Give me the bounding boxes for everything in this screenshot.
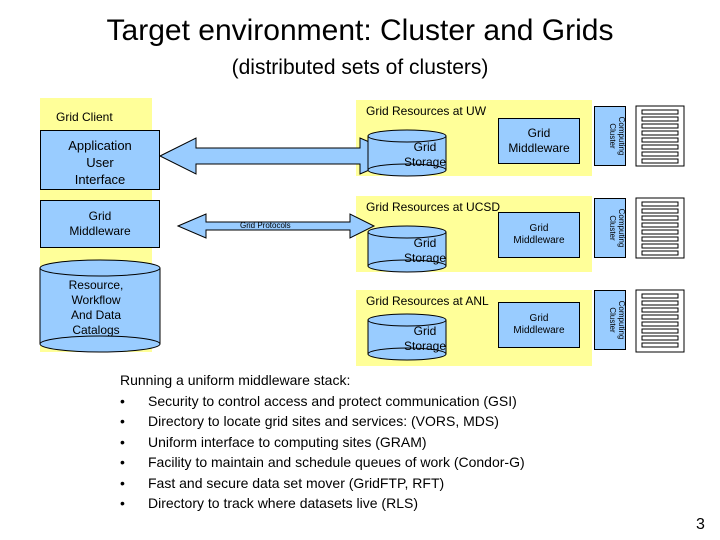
list-item-text: Directory to track where datasets live (… — [148, 495, 418, 511]
cluster-label-anl: Computing Cluster — [594, 290, 626, 350]
cluster-line: Computing — [617, 300, 626, 340]
grid-protocols-label: Grid Protocols — [240, 221, 291, 230]
app-ui-line: Interface — [74, 172, 126, 187]
list-item-text: Security to control access and protect c… — [148, 392, 517, 409]
bullet-symbol: • — [120, 392, 125, 409]
bullet-symbol: • — [120, 433, 125, 450]
list-item: • Directory to locate grid sites and serv… — [120, 411, 525, 432]
app-ui-line: User — [86, 155, 114, 170]
catalog-line: Catalogs — [72, 323, 120, 337]
storage-line: Grid — [413, 324, 437, 338]
site-title-anl: Grid Resources at ANL — [366, 294, 489, 308]
storage-line: Storage — [403, 155, 447, 169]
storage-cylinder-uw — [367, 129, 447, 177]
cluster-label-uw: Computing Cluster — [594, 106, 626, 166]
client-middleware-line: Grid — [88, 209, 112, 223]
cluster-label-ucsd: Computing Cluster — [594, 198, 626, 258]
middleware-line: Grid — [529, 313, 549, 324]
site-middleware-uw: Grid Middleware — [498, 118, 580, 164]
storage-line: Grid — [413, 140, 437, 154]
arrow-ucsd — [176, 213, 376, 239]
computing-cluster-anl — [594, 290, 626, 350]
storage-line: Grid — [413, 236, 437, 250]
list-item: • Fast and secure data set mover (GridFTP… — [120, 473, 525, 494]
storage-label-ucsd: Grid Storage — [390, 236, 460, 266]
rack-anl — [635, 289, 685, 353]
rack-uw — [635, 105, 685, 167]
storage-cylinder-ucsd — [367, 225, 447, 273]
catalog-line: Resource, — [68, 278, 124, 292]
list-item: • Directory to track where datasets live … — [120, 493, 525, 514]
application-ui-box: Application User Interface — [40, 130, 160, 190]
middleware-line: Grid — [529, 223, 549, 234]
middleware-line: Middleware — [508, 141, 570, 155]
list-item-text: Facility to maintain and schedule queues… — [148, 454, 525, 470]
rack-ucsd — [635, 197, 685, 259]
bullet-symbol: • — [120, 495, 125, 511]
list-intro: Running a uniform middleware stack: — [120, 372, 351, 388]
middleware-stack-list: Running a uniform middleware stack: • Sec… — [120, 370, 525, 514]
cluster-line: Computing — [617, 116, 626, 156]
site-middleware-anl: Grid Middleware — [498, 302, 580, 348]
bullet-symbol: • — [120, 413, 125, 429]
bullet-symbol: • — [120, 454, 125, 470]
slide-subtitle: (distributed sets of clusters) — [231, 56, 489, 79]
catalog-cylinder — [39, 259, 161, 353]
site-title-ucsd: Grid Resources at UCSD — [366, 200, 501, 214]
list-item-text: Fast and secure data set mover (GridFTP,… — [148, 474, 445, 491]
arrow-uw — [158, 137, 404, 175]
page-number: 3 — [696, 516, 705, 533]
list-item: • Facility to maintain and schedule queue… — [120, 452, 525, 473]
storage-label-uw: Grid Storage — [390, 140, 460, 170]
computing-cluster-ucsd — [594, 198, 626, 258]
site-middleware-ucsd: Grid Middleware — [498, 212, 580, 258]
storage-line: Storage — [403, 251, 447, 265]
bullet-symbol: • — [120, 474, 125, 491]
grid-client-title: Grid Client — [56, 110, 113, 124]
list-item: • Uniform interface to computing sites (G… — [120, 432, 525, 453]
cluster-line: Cluster — [608, 215, 617, 241]
catalog-line: And Data — [70, 308, 122, 322]
middleware-line: Middleware — [513, 235, 565, 246]
storage-cylinder-anl — [367, 313, 447, 361]
client-middleware-line: Middleware — [69, 224, 131, 238]
catalog-line: Workflow — [71, 293, 121, 307]
catalog-label: Resource, Workflow And Data Catalogs — [48, 278, 144, 338]
list-item-text: Uniform interface to computing sites (GR… — [148, 433, 427, 450]
cluster-line: Cluster — [608, 123, 617, 149]
storage-label-anl: Grid Storage — [390, 324, 460, 354]
app-ui-line: Application — [68, 138, 132, 153]
list-item: • Security to control access and protect … — [120, 391, 525, 412]
middleware-line: Grid — [527, 126, 551, 140]
cluster-line: Cluster — [608, 307, 617, 333]
client-middleware-box: Grid Middleware — [40, 200, 160, 248]
computing-cluster-uw — [594, 106, 626, 166]
storage-line: Storage — [403, 339, 447, 353]
site-title-uw: Grid Resources at UW — [366, 104, 487, 118]
middleware-line: Middleware — [513, 325, 565, 336]
list-item-text: Directory to locate grid sites and servi… — [148, 413, 499, 429]
slide-title: Target environment: Cluster and Grids — [106, 14, 614, 47]
cluster-line: Computing — [617, 208, 626, 248]
